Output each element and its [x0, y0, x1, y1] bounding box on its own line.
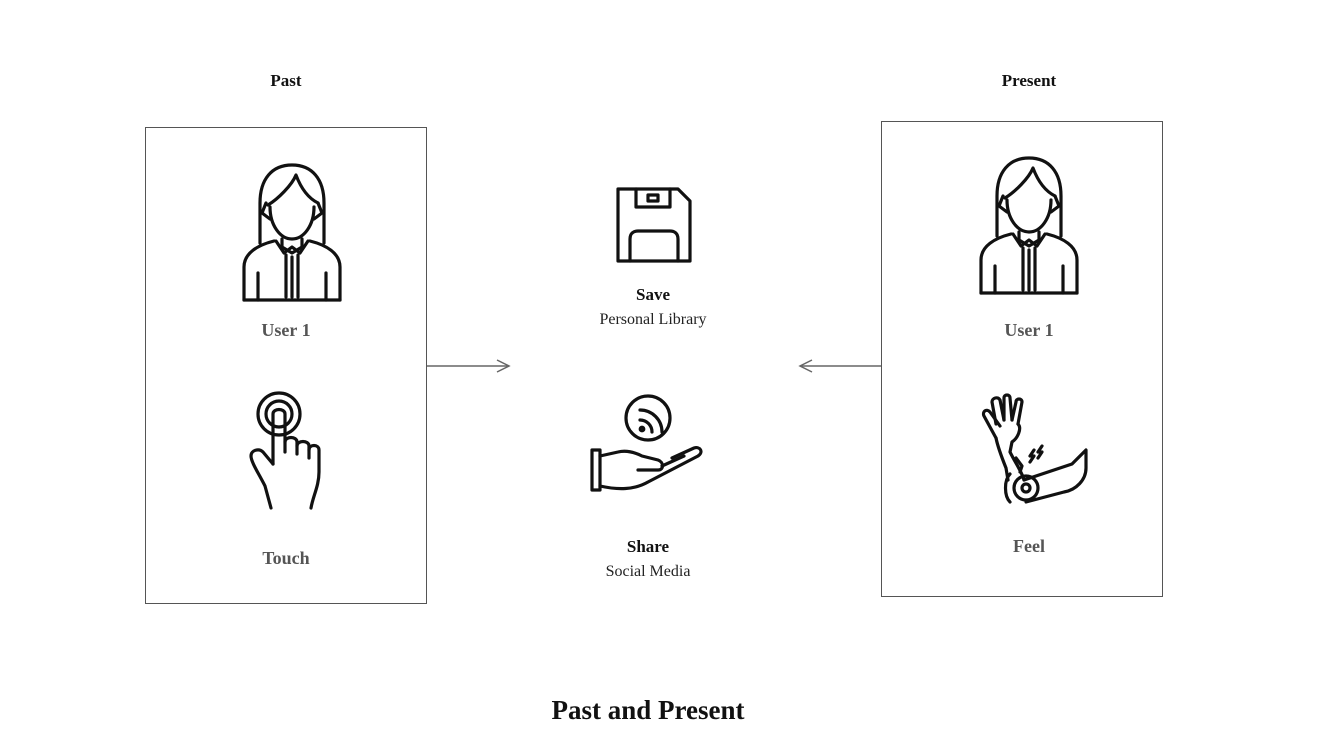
past-user-label: User 1 [261, 320, 311, 340]
present-action-label: Feel [1013, 536, 1045, 556]
save-title: Save [636, 285, 670, 304]
arrow-left-icon [798, 359, 882, 373]
present-title: Present [1001, 71, 1057, 90]
woman-user-icon [979, 156, 1079, 295]
arrow-right-icon [427, 359, 511, 373]
share-subtitle: Social Media [605, 563, 691, 580]
save-subtitle: Personal Library [599, 311, 707, 328]
floppy-disk-icon [616, 187, 692, 263]
present-panel [881, 121, 1163, 597]
present-user-label: User 1 [1004, 320, 1054, 340]
arm-feel-icon [981, 393, 1088, 504]
past-panel [145, 127, 427, 604]
touch-finger-icon [249, 391, 321, 510]
past-title: Past [270, 71, 302, 90]
diagram-caption: Past and Present [551, 695, 745, 725]
share-title: Share [626, 537, 670, 556]
past-action-label: Touch [262, 548, 310, 568]
hand-share-icon [590, 394, 703, 492]
woman-user-icon [242, 163, 342, 302]
